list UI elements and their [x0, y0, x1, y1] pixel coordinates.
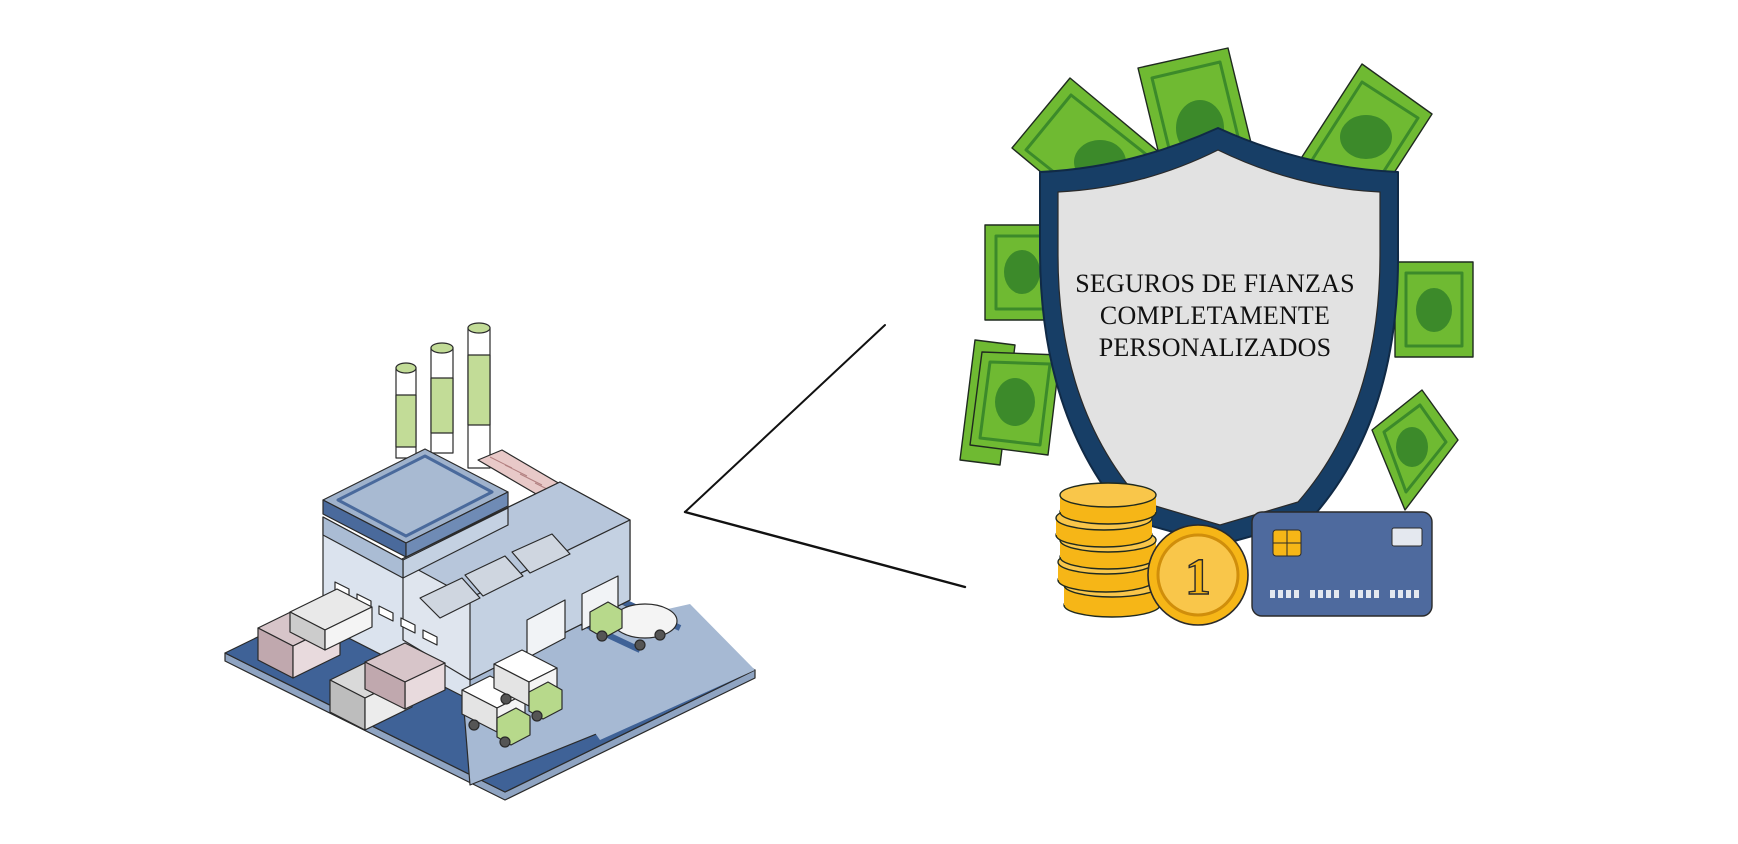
truck-icon [461, 675, 531, 748]
truck-icon [493, 649, 563, 722]
shipping-container-icon [289, 588, 373, 651]
shield-caption-line: COMPLETAMENTE [1099, 301, 1331, 330]
shield-caption-line: PERSONALIZADOS [1098, 333, 1332, 362]
coin-stack-icon [1055, 482, 1161, 618]
shield-icon [1039, 127, 1400, 546]
factory-icon [224, 322, 756, 801]
credit-card-icon [1251, 511, 1433, 617]
shipping-container-icon [364, 642, 446, 710]
banknote-icon [959, 339, 1061, 466]
chimney-icon [467, 322, 491, 469]
chimney-icon [430, 342, 454, 454]
shield-caption-line: SEGUROS DE FIANZAS [1075, 269, 1355, 298]
banknote-icon [1394, 261, 1474, 358]
banknote-icon [1371, 389, 1459, 511]
shield-caption: SEGUROS DE FIANZAS COMPLETAMENTE PERSONA… [1075, 268, 1355, 364]
chimney-icon [395, 362, 417, 459]
callout-lines [683, 324, 967, 589]
coin-label: 1 [1185, 549, 1211, 606]
tanker-truck-icon [589, 601, 678, 651]
coin-icon [1147, 524, 1249, 626]
